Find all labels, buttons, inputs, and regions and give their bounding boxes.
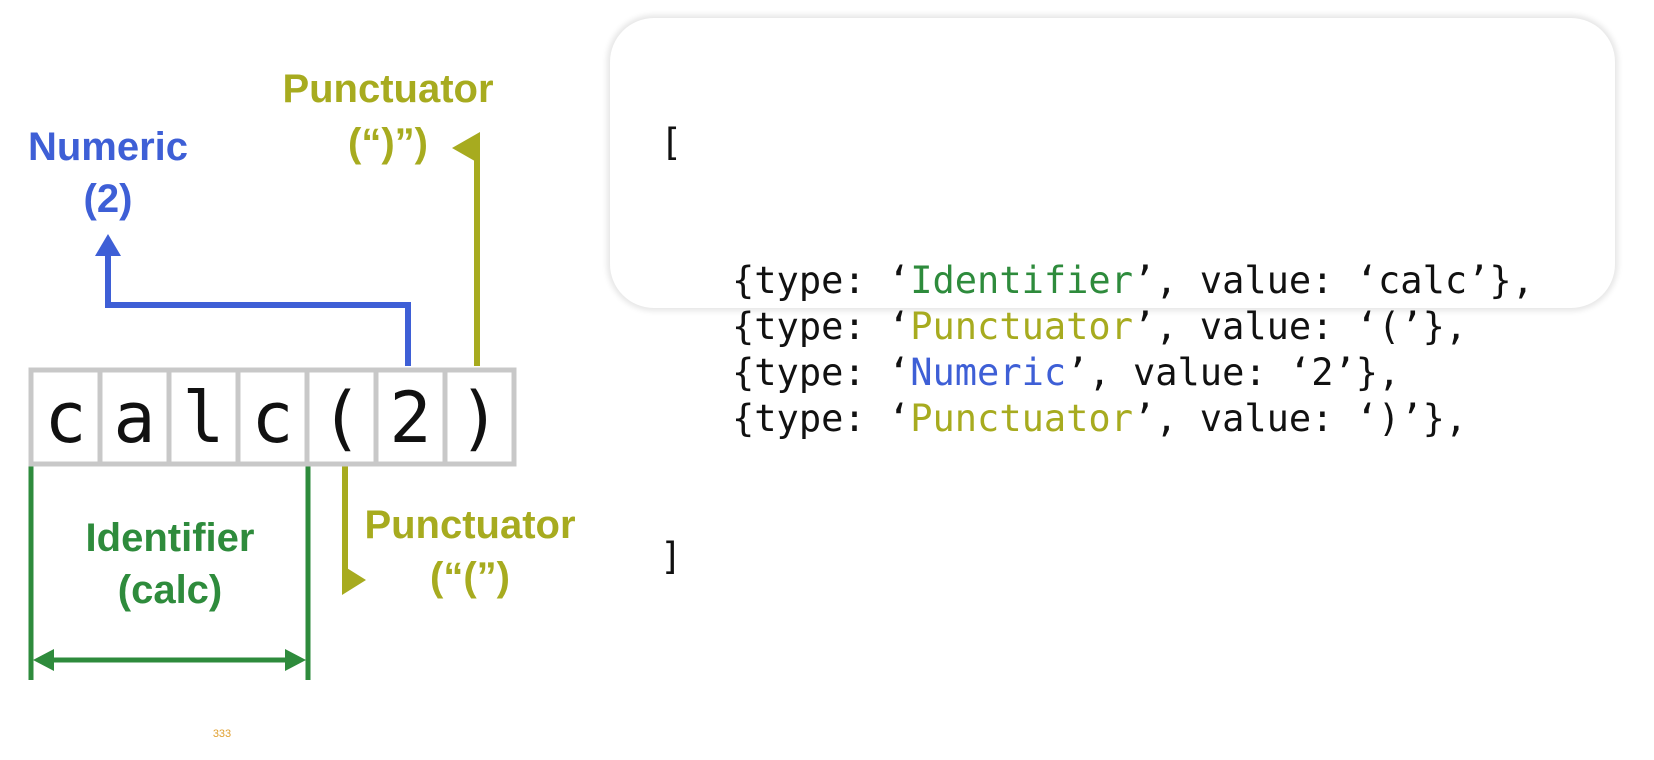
- punctuator-close-label-line2: (“)”): [348, 121, 428, 165]
- source-character: (: [320, 377, 362, 459]
- code-token-line: {type: ‘Punctuator’, value: ‘(’},: [660, 304, 1615, 350]
- token-array-code-block: [ {type: ‘Identifier’, value: ‘calc’},{t…: [610, 18, 1615, 578]
- footer-number: 333: [213, 728, 231, 740]
- code-prefix: {type: ‘: [732, 259, 911, 302]
- code-suffix: ’},: [1333, 351, 1401, 394]
- code-token-lines: {type: ‘Identifier’, value: ‘calc’},{typ…: [660, 258, 1615, 442]
- code-token-value: (: [1378, 305, 1401, 348]
- code-token-type: Identifier: [910, 259, 1133, 302]
- code-prefix: {type: ‘: [732, 397, 911, 440]
- code-token-line: {type: ‘Identifier’, value: ‘calc’},: [660, 258, 1615, 304]
- numeric-arrowhead: [95, 234, 121, 256]
- numeric-label-line2: (2): [84, 177, 133, 221]
- code-token-type: Numeric: [910, 351, 1067, 394]
- code-token-value: calc: [1378, 259, 1468, 302]
- punctuator-close-label-line1: Punctuator: [282, 67, 493, 111]
- numeric-line: [105, 248, 411, 366]
- numeric-connector: [95, 234, 411, 366]
- source-character: c: [44, 377, 86, 459]
- code-middle: ’, value: ‘: [1132, 305, 1379, 348]
- identifier-right-arrowhead: [285, 649, 306, 671]
- identifier-left-arrowhead: [33, 649, 54, 671]
- source-character: c: [251, 377, 293, 459]
- code-middle: ’, value: ‘: [1132, 259, 1379, 302]
- character-strip: [28, 367, 517, 467]
- code-token-value: ): [1378, 397, 1401, 440]
- code-token-type: Punctuator: [910, 397, 1133, 440]
- code-suffix: ’},: [1400, 397, 1468, 440]
- punctuator-close-arrowhead: [452, 132, 480, 164]
- code-close-bracket: ]: [660, 535, 683, 578]
- code-middle: ’, value: ‘: [1066, 351, 1312, 394]
- source-character: 2: [389, 377, 431, 459]
- identifier-span: [28, 464, 311, 680]
- code-token-line: {type: ‘Numeric’, value: ‘2’},: [660, 350, 1615, 396]
- code-token-type: Punctuator: [910, 305, 1133, 348]
- code-suffix: ’},: [1400, 305, 1468, 348]
- identifier-label-line2: (calc): [118, 568, 223, 612]
- numeric-label-line1: Numeric: [28, 125, 188, 169]
- identifier-label-line1: Identifier: [86, 516, 255, 560]
- punctuator-close-connector: [452, 132, 480, 366]
- code-suffix: ’},: [1467, 259, 1534, 302]
- punctuator-open-arrowhead: [342, 565, 366, 595]
- source-character: ): [458, 377, 500, 459]
- source-character: l: [182, 377, 224, 459]
- code-token-line: {type: ‘Punctuator’, value: ‘)’},: [660, 396, 1615, 442]
- source-character: a: [113, 377, 155, 459]
- punctuator-open-label-line2: (“(”): [430, 555, 510, 599]
- code-middle: ’, value: ‘: [1132, 397, 1379, 440]
- code-open-bracket: [: [660, 121, 683, 164]
- punctuator-open-connector: [342, 464, 366, 595]
- code-prefix: {type: ‘: [732, 305, 911, 348]
- code-prefix: {type: ‘: [732, 351, 911, 394]
- punctuator-open-label-line1: Punctuator: [364, 503, 575, 547]
- code-token-value: 2: [1311, 351, 1334, 394]
